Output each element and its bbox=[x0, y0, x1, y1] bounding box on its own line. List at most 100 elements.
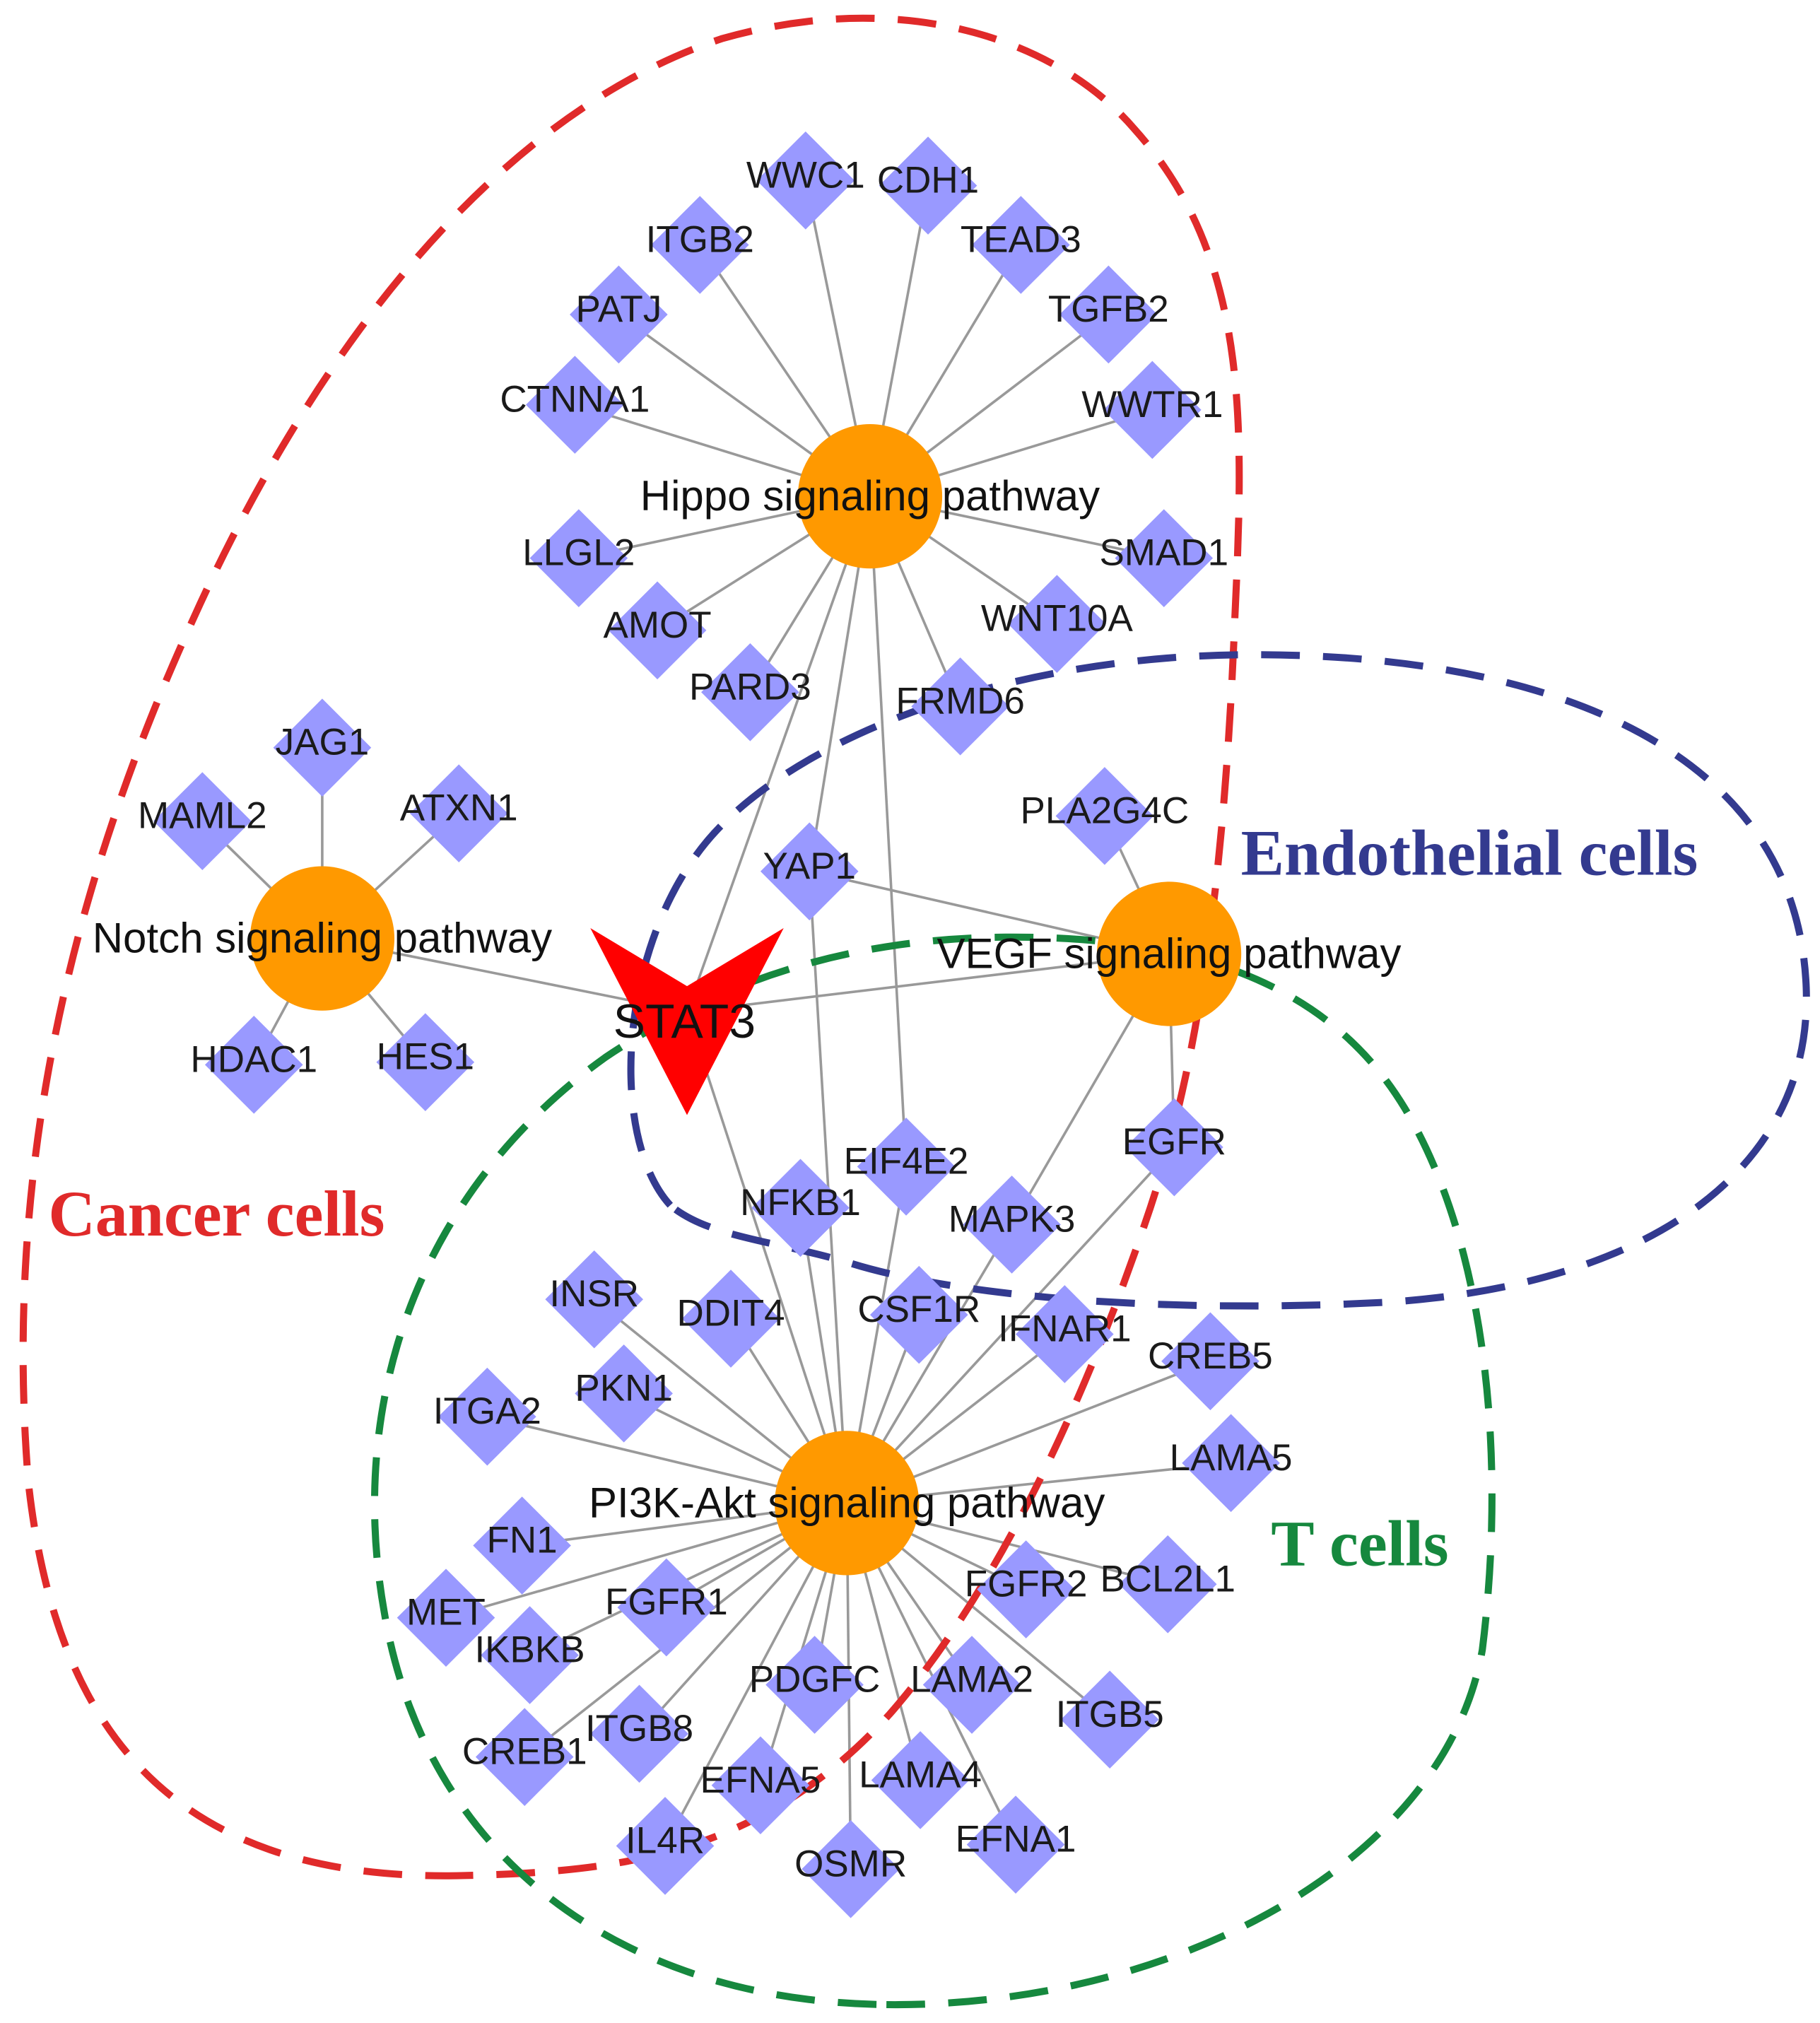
hub-node-stat3[interactable] bbox=[590, 928, 784, 1115]
gene-label-ifnar1: IFNAR1 bbox=[998, 1308, 1131, 1349]
gene-node-ikbkb[interactable] bbox=[481, 1606, 579, 1704]
edge-hippo-STAT3 bbox=[686, 496, 871, 1013]
gene-label-tead3: TEAD3 bbox=[961, 218, 1081, 260]
pathway-node-notch[interactable] bbox=[249, 866, 395, 1011]
gene-node-fgfr2[interactable] bbox=[977, 1540, 1075, 1638]
gene-node-itgb8[interactable] bbox=[590, 1684, 688, 1783]
gene-node-lama2[interactable] bbox=[922, 1636, 1021, 1734]
gene-node-ddit4[interactable] bbox=[681, 1269, 780, 1368]
edge-pi3k-EGFR bbox=[845, 1146, 1175, 1504]
gene-node-frmd6[interactable] bbox=[911, 657, 1009, 756]
pathway-node-pi3k[interactable] bbox=[775, 1431, 920, 1576]
pathway-node-hippo[interactable] bbox=[797, 423, 943, 569]
gene-node-wwtr1[interactable] bbox=[1103, 360, 1202, 459]
edge-hippo-EIF4E2 bbox=[869, 496, 908, 1167]
gene-node-ifnar1[interactable] bbox=[1016, 1285, 1114, 1383]
gene-node-atxn1[interactable] bbox=[409, 764, 508, 863]
nodes-layer bbox=[153, 131, 1280, 1918]
gene-label-pkn1: PKN1 bbox=[575, 1367, 672, 1409]
hub-label-stat3: STAT3 bbox=[613, 995, 756, 1048]
gene-label-met: MET bbox=[406, 1592, 486, 1634]
edge-pi3k-STAT3 bbox=[686, 1012, 848, 1503]
gene-node-eif4e2[interactable] bbox=[857, 1118, 956, 1216]
pathway-label-hippo: Hippo signaling pathway bbox=[640, 472, 1100, 520]
gene-label-maml2: MAML2 bbox=[138, 795, 267, 837]
gene-node-hes1[interactable] bbox=[376, 1013, 475, 1111]
gene-node-itgb5[interactable] bbox=[1060, 1670, 1159, 1769]
gene-label-egfr: EGFR bbox=[1122, 1121, 1226, 1163]
gene-node-fn1[interactable] bbox=[473, 1496, 571, 1595]
gene-node-amot[interactable] bbox=[608, 581, 707, 680]
gene-node-pkn1[interactable] bbox=[575, 1344, 673, 1443]
gene-node-lama4[interactable] bbox=[871, 1731, 970, 1829]
gene-node-pla2g4c[interactable] bbox=[1055, 767, 1154, 865]
gene-label-jag1: JAG1 bbox=[276, 722, 370, 763]
gene-node-creb1[interactable] bbox=[475, 1708, 574, 1806]
gene-node-csf1r[interactable] bbox=[869, 1265, 968, 1364]
pathway-label-pi3k: PI3K-Akt signaling pathway bbox=[589, 1479, 1105, 1526]
gene-label-osmr: OSMR bbox=[794, 1843, 907, 1884]
gene-node-wnt10a[interactable] bbox=[1008, 575, 1106, 673]
gene-node-egfr[interactable] bbox=[1125, 1098, 1223, 1197]
gene-label-hdac1: HDAC1 bbox=[190, 1038, 317, 1080]
gene-node-fgfr1[interactable] bbox=[617, 1558, 716, 1657]
gene-label-frmd6: FRMD6 bbox=[896, 680, 1025, 722]
gene-node-mapk3[interactable] bbox=[963, 1175, 1061, 1274]
region-outline-endothelial bbox=[631, 655, 1807, 1306]
region-label-endothelial: Endothelial cells bbox=[1241, 816, 1698, 889]
gene-label-wnt10a: WNT10A bbox=[981, 598, 1134, 640]
gene-node-ctnna1[interactable] bbox=[526, 356, 624, 454]
gene-node-efna1[interactable] bbox=[966, 1795, 1065, 1894]
gene-node-jag1[interactable] bbox=[273, 698, 372, 797]
gene-label-nfkb1: NFKB1 bbox=[740, 1182, 861, 1224]
gene-label-efna5: EFNA5 bbox=[700, 1759, 821, 1801]
gene-node-insr[interactable] bbox=[545, 1250, 644, 1349]
gene-node-nfkb1[interactable] bbox=[751, 1159, 850, 1257]
gene-node-yap1[interactable] bbox=[760, 822, 859, 921]
gene-node-tead3[interactable] bbox=[972, 196, 1070, 294]
gene-label-bcl2l1: BCL2L1 bbox=[1100, 1558, 1235, 1600]
gene-node-met[interactable] bbox=[397, 1568, 495, 1667]
gene-label-cdh1: CDH1 bbox=[877, 160, 979, 201]
gene-node-llgl2[interactable] bbox=[529, 509, 628, 607]
gene-node-patj[interactable] bbox=[570, 265, 668, 364]
gene-node-tgfb2[interactable] bbox=[1059, 265, 1158, 364]
gene-label-itgb5: ITGB5 bbox=[1056, 1694, 1164, 1735]
gene-label-amot: AMOT bbox=[604, 604, 712, 646]
gene-label-lama4: LAMA4 bbox=[859, 1754, 982, 1795]
pathway-node-vegf[interactable] bbox=[1096, 881, 1242, 1026]
gene-node-wwc1[interactable] bbox=[756, 131, 855, 230]
gene-node-efna5[interactable] bbox=[711, 1736, 810, 1835]
gene-node-itgb2[interactable] bbox=[650, 196, 749, 294]
gene-label-insr: INSR bbox=[549, 1273, 639, 1315]
gene-node-creb5[interactable] bbox=[1161, 1312, 1260, 1411]
edge-vegf-STAT3 bbox=[686, 952, 1170, 1014]
gene-label-fn1: FN1 bbox=[487, 1520, 558, 1561]
gene-node-pard3[interactable] bbox=[701, 643, 799, 741]
gene-label-creb1: CREB1 bbox=[462, 1731, 587, 1773]
gene-node-smad1[interactable] bbox=[1115, 509, 1214, 607]
gene-label-pdgfc: PDGFC bbox=[749, 1659, 881, 1701]
gene-label-llgl2: LLGL2 bbox=[522, 532, 635, 574]
gene-label-atxn1: ATXN1 bbox=[400, 787, 518, 829]
gene-node-itga2[interactable] bbox=[438, 1367, 536, 1466]
gene-label-eif4e2: EIF4E2 bbox=[844, 1140, 969, 1182]
gene-node-il4r[interactable] bbox=[616, 1797, 715, 1895]
gene-node-cdh1[interactable] bbox=[879, 136, 977, 235]
gene-label-ctnna1: CTNNA1 bbox=[500, 379, 650, 421]
gene-node-osmr[interactable] bbox=[802, 1820, 900, 1918]
gene-label-tgfb2: TGFB2 bbox=[1048, 288, 1169, 330]
gene-label-wwc1: WWC1 bbox=[746, 154, 865, 196]
gene-node-lama5[interactable] bbox=[1182, 1414, 1280, 1513]
region-label-tcells: T cells bbox=[1271, 1508, 1448, 1580]
gene-node-pdgfc[interactable] bbox=[765, 1636, 864, 1734]
gene-node-bcl2l1[interactable] bbox=[1118, 1535, 1217, 1634]
gene-node-hdac1[interactable] bbox=[204, 1016, 303, 1114]
gene-label-patj: PATJ bbox=[575, 288, 662, 330]
gene-label-pla2g4c: PLA2G4C bbox=[1021, 790, 1190, 831]
regions-layer bbox=[23, 18, 1807, 2005]
gene-node-maml2[interactable] bbox=[153, 772, 252, 870]
gene-label-lama2: LAMA2 bbox=[910, 1659, 1033, 1701]
